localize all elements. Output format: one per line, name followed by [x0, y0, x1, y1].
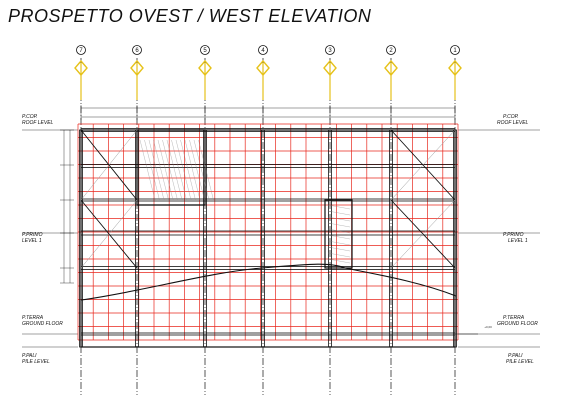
door-hatch	[327, 216, 351, 222]
level-1-en-right: LEVEL 1	[508, 238, 528, 244]
axis-bubble	[450, 45, 460, 55]
level-labels-left: P.COP. ROOF LEVEL P.PRIMO LEVEL 1 P.TERR…	[22, 114, 63, 365]
beam	[80, 230, 456, 236]
beam	[80, 164, 456, 168]
bracing-secondary	[80, 199, 138, 269]
stair-hatch	[175, 139, 192, 201]
ground-mark: +0,00	[484, 325, 492, 329]
bracing-secondary	[80, 129, 138, 201]
level-ground-en-left: GROUND FLOOR	[22, 321, 63, 327]
door-hatch	[327, 228, 351, 234]
axis-number: 2	[389, 48, 393, 54]
axis-marker: 4	[256, 45, 270, 100]
door-hatch	[327, 258, 351, 264]
level-1-en-left: LEVEL 1	[22, 238, 42, 244]
axis-bubble	[258, 45, 268, 55]
red-cladding-grid	[77, 123, 459, 341]
bracing-secondary	[390, 199, 456, 269]
axis-marker: 2	[384, 45, 398, 100]
stair-hatch	[193, 139, 210, 201]
axis-number: 5	[203, 48, 207, 54]
axis-markers: 7 6 5 4 3 2 1	[74, 45, 462, 100]
level-1-it-right: P.PRIMO	[503, 232, 524, 238]
level-roof-it-left: P.COP.	[22, 114, 38, 120]
dimension-lines	[22, 105, 540, 348]
axis-number: 4	[261, 48, 265, 54]
level-ground-en-right: GROUND FLOOR	[497, 321, 538, 327]
stair-hatch	[148, 139, 165, 201]
terrain-line	[80, 263, 457, 301]
level-roof-en-left: ROOF LEVEL	[22, 120, 54, 126]
axis-marker: 1	[448, 45, 462, 100]
axis-marker: 5	[198, 45, 212, 100]
axis-marker: 7	[74, 45, 88, 100]
terrain-profile	[80, 263, 478, 335]
level-pile-it-right: P.PALI	[508, 353, 523, 359]
stair-hatch	[180, 139, 196, 201]
axis-bubble	[132, 45, 142, 55]
column	[261, 129, 265, 348]
drawing-title: PROSPETTO OVEST / WEST ELEVATION	[8, 6, 372, 26]
axis-number: 1	[453, 48, 457, 54]
stair-hatch	[171, 139, 187, 201]
axis-bubble	[200, 45, 210, 55]
stair-hatch	[162, 139, 178, 201]
door-hatch	[327, 222, 351, 228]
building-outline	[80, 129, 456, 348]
level-pile-en-right: PILE LEVEL	[506, 359, 534, 365]
door-hatch	[327, 204, 351, 210]
door-hatch	[327, 234, 351, 240]
axis-marker: 3	[323, 45, 337, 100]
door-hatch	[327, 252, 351, 258]
stair-hatch	[189, 139, 205, 201]
door-opening	[324, 199, 353, 269]
stair-hatch	[198, 139, 214, 201]
stair-hatch	[166, 139, 183, 201]
level-pile-en-left: PILE LEVEL	[22, 359, 50, 365]
bracing-secondary	[390, 129, 456, 201]
door-hatch	[327, 240, 351, 246]
level-ground-it-left: P.TERRA	[22, 315, 44, 321]
axis-bubble	[386, 45, 396, 55]
level-roof-en-right: ROOF LEVEL	[497, 120, 529, 126]
axis-number: 3	[328, 48, 332, 54]
axis-number: 7	[79, 48, 83, 54]
axis-marker: 6	[130, 45, 144, 100]
axis-bubble	[76, 45, 86, 55]
level-1-it-left: P.PRIMO	[22, 232, 43, 238]
stair-hatch	[157, 139, 174, 201]
stair-hatch	[184, 139, 201, 201]
level-roof-it-right: P.COP.	[503, 114, 519, 120]
level-ground-it-right: P.TERRA	[503, 315, 525, 321]
stair-hatch	[153, 139, 169, 201]
level-labels-right: P.COP. ROOF LEVEL P.PRIMO LEVEL 1 P.TERR…	[484, 114, 538, 365]
stair-core	[136, 129, 206, 206]
stair-hatch	[144, 139, 160, 201]
door-hatch	[327, 210, 351, 216]
structure-frame	[79, 128, 457, 348]
stair-hatch	[139, 139, 156, 201]
door-hatch	[327, 246, 351, 252]
level-pile-it-left: P.PALI	[22, 353, 37, 359]
column	[328, 129, 332, 348]
axis-bubble	[325, 45, 335, 55]
axis-number: 6	[135, 48, 139, 54]
